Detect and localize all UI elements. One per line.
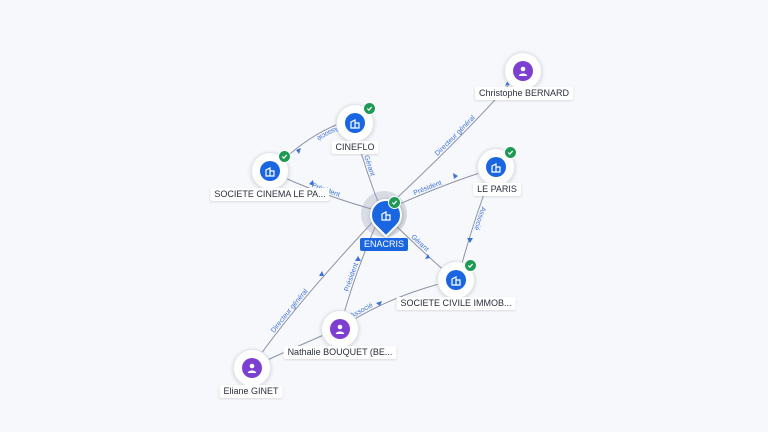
- person-icon: [513, 61, 533, 81]
- edge-label-christophe-enacris: Directeur général: [434, 114, 477, 157]
- edge-eliane-enacris: [251, 211, 383, 368]
- verified-check-icon: [363, 102, 376, 115]
- verified-check-icon: [504, 146, 517, 159]
- person-icon: [242, 358, 262, 378]
- edge-label-enacris-civile: Gérant: [409, 234, 429, 254]
- person-icon: [330, 319, 350, 339]
- verified-check-icon: [388, 196, 401, 209]
- node-le-paris[interactable]: [477, 146, 517, 186]
- edge-label-eliane-enacris: Directeur général: [270, 288, 310, 335]
- node-label-eliane-ginet[interactable]: Eliane GINET: [219, 385, 283, 398]
- node-enacris[interactable]: [363, 192, 409, 238]
- node-christophe-bernard[interactable]: [504, 52, 542, 90]
- verified-check-icon: [278, 150, 291, 163]
- edge-arrow: [453, 173, 458, 179]
- verified-check-icon: [464, 259, 477, 272]
- building-icon: [380, 209, 392, 221]
- node-cineflo[interactable]: [336, 102, 376, 142]
- node-label-cineflo[interactable]: CINEFLO: [331, 141, 379, 154]
- edge-arrow: [355, 256, 361, 261]
- node-label-le-paris[interactable]: LE PARIS: [473, 183, 521, 196]
- edge-arrow: [296, 148, 301, 154]
- node-label-societe-civile[interactable]: SOCIETE CIVILE IMMOB...: [396, 297, 516, 310]
- node-societe-cinema[interactable]: [251, 150, 291, 190]
- edge-label-cineflo-enacris: Gérant: [362, 155, 375, 178]
- edge-arrow: [309, 180, 314, 186]
- node-label-christophe-bernard[interactable]: Christophe BERNARD: [474, 87, 574, 100]
- edge-arrow: [376, 301, 382, 306]
- edge-arrow: [319, 271, 324, 276]
- building-icon: [446, 270, 466, 290]
- node-label-nathalie-bouquet[interactable]: Nathalie BOUQUET (BE...: [283, 346, 397, 359]
- node-eliane-ginet[interactable]: [233, 349, 271, 387]
- edge-label-leparis-civile: Associé: [472, 206, 486, 231]
- node-label-enacris[interactable]: ENACRIS: [359, 238, 409, 251]
- edge-arrow: [467, 238, 473, 243]
- building-icon: [486, 157, 506, 177]
- edge-arrow: [425, 254, 430, 259]
- building-icon: [345, 113, 365, 133]
- node-label-societe-cinema[interactable]: SOCIETE CINEMA LE PA...: [210, 188, 330, 201]
- node-societe-civile[interactable]: [437, 259, 477, 299]
- node-nathalie-bouquet[interactable]: [321, 310, 359, 348]
- building-icon: [260, 161, 280, 181]
